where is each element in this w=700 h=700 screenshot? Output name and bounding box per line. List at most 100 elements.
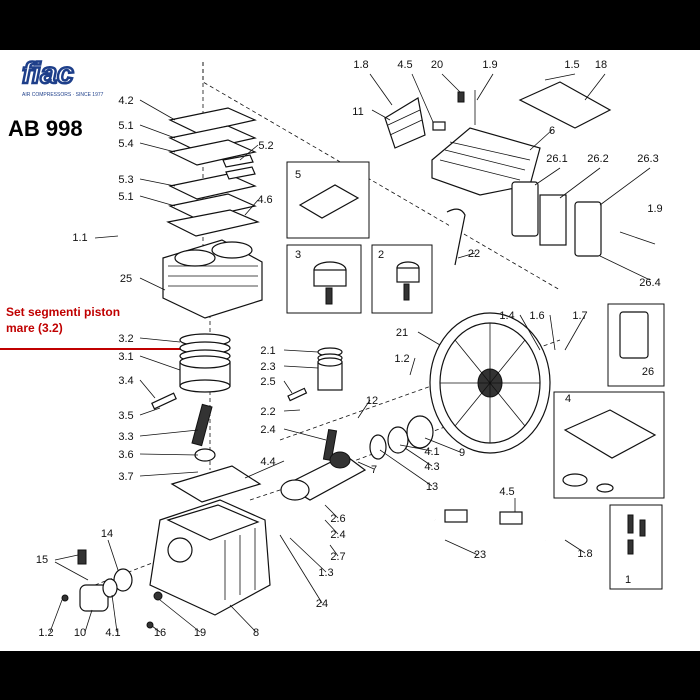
part-label-1-3: 1.3 (318, 567, 333, 579)
part-label-2-7: 2.7 (330, 551, 345, 563)
air-filter-assembly (511, 181, 656, 257)
part-label-4-1b: 4.1 (105, 627, 120, 639)
screws-kit-box (609, 504, 663, 590)
logo-text: fiac (22, 57, 74, 90)
part-label-26-4: 26.4 (639, 277, 660, 289)
part-label-18: 18 (595, 59, 607, 71)
part-label-6: 6 (549, 125, 555, 137)
part-label-8: 8 (253, 627, 259, 639)
part-label-4-4: 4.4 (260, 456, 275, 468)
page-title: AB 998 (8, 116, 83, 141)
part-label-4-3: 4.3 (424, 461, 439, 473)
part-label-5-1b: 5.1 (118, 191, 133, 203)
crankshaft (280, 451, 367, 501)
part-label-22: 22 (468, 248, 480, 260)
part-label-7: 7 (371, 464, 377, 476)
part-label-2-4b: 2.4 (330, 529, 345, 541)
part-label-3-1: 3.1 (118, 351, 133, 363)
inset-box-2 (371, 244, 433, 314)
part-label-1-9b: 1.9 (647, 203, 662, 215)
part-label-3-5: 3.5 (118, 410, 133, 422)
part-label-3-7: 3.7 (118, 471, 133, 483)
part-label-9: 9 (459, 447, 465, 459)
part-label-14: 14 (101, 528, 113, 540)
part-label-2-4a: 2.4 (260, 424, 275, 436)
bottom-black-band (0, 651, 700, 700)
part-label-3-3: 3.3 (118, 431, 133, 443)
part-label-23: 23 (474, 549, 486, 561)
small-piston-assembly (287, 347, 343, 462)
part-label-10: 10 (74, 627, 86, 639)
part-label-1-1: 1.1 (72, 232, 87, 244)
part-label-1-9a: 1.9 (482, 59, 497, 71)
inset-box-5 (286, 161, 370, 239)
part-label-4-2: 4.2 (118, 95, 133, 107)
part-label-1-2b: 1.2 (38, 627, 53, 639)
part-label-5-2: 5.2 (258, 140, 273, 152)
part-label-26: 26 (642, 366, 654, 378)
part-label-1: 1 (625, 574, 631, 586)
part-label-3-4: 3.4 (118, 375, 133, 387)
part-label-3: 3 (295, 249, 301, 261)
bearing-seals (369, 415, 434, 460)
part-label-4: 4 (565, 393, 571, 405)
part-label-5-3: 5.3 (118, 174, 133, 186)
part-label-4-5b: 4.5 (499, 486, 514, 498)
gasket-kit-box (553, 391, 665, 499)
top-black-band (0, 0, 700, 50)
tube-22 (446, 208, 466, 266)
piston-ring-annotation: Set segmenti piston mare (3.2) (0, 305, 182, 350)
front-cover-assembly (61, 549, 163, 629)
part-label-1-6: 1.6 (529, 310, 544, 322)
part-label-1-5: 1.5 (564, 59, 579, 71)
part-label-20: 20 (431, 59, 443, 71)
part-label-2: 2 (378, 249, 384, 261)
part-label-13: 13 (426, 481, 438, 493)
part-label-19: 19 (194, 627, 206, 639)
flywheel (429, 312, 551, 454)
part-label-11: 11 (352, 106, 363, 118)
part-label-2-5: 2.5 (260, 376, 275, 388)
crankcase (149, 465, 271, 616)
part-label-24: 24 (316, 598, 328, 610)
handle-23 (433, 509, 547, 612)
part-label-2-1: 2.1 (260, 345, 275, 357)
part-label-3-2: 3.2 (118, 333, 133, 345)
part-label-5: 5 (295, 169, 301, 181)
cylinder-block (162, 239, 263, 319)
part-label-16: 16 (154, 627, 166, 639)
part-label-5-1a: 5.1 (118, 120, 133, 132)
part-label-1-8a: 1.8 (353, 59, 368, 71)
part-label-1-8b: 1.8 (577, 548, 592, 560)
part-label-25: 25 (120, 273, 132, 285)
cylinder-head (384, 81, 612, 196)
label-leaders (49, 73, 651, 633)
annotation-line-1: Set segmenti piston (6, 305, 120, 319)
fiac-logo: fiac AIR COMPRESSORS · SINCE 1977 (21, 56, 104, 98)
part-label-1-4: 1.4 (499, 310, 514, 322)
part-label-2-3: 2.3 (260, 361, 275, 373)
large-piston-assembly (151, 333, 231, 462)
part-label-1-2a: 1.2 (394, 353, 409, 365)
part-label-26-2: 26.2 (587, 153, 608, 165)
part-label-15: 15 (36, 554, 48, 566)
inset-box-3 (286, 244, 362, 314)
part-label-26-1: 26.1 (546, 153, 567, 165)
valve-plate-stack (166, 107, 260, 237)
part-label-4-5a: 4.5 (397, 59, 412, 71)
annotation-line-2: mare (3.2) (6, 321, 63, 335)
part-label-1-7: 1.7 (572, 310, 587, 322)
part-label-3-6: 3.6 (118, 449, 133, 461)
part-label-12: 12 (366, 395, 378, 407)
part-label-4-6: 4.6 (257, 194, 272, 206)
part-label-4-1a: 4.1 (424, 446, 439, 458)
part-label-2-2: 2.2 (260, 406, 275, 418)
valve-kit-box (607, 303, 665, 387)
part-label-26-3: 26.3 (637, 153, 658, 165)
logo-tagline: AIR COMPRESSORS · SINCE 1977 (22, 92, 104, 98)
part-label-5-4: 5.4 (118, 138, 133, 150)
part-label-21: 21 (396, 327, 408, 339)
part-label-2-6: 2.6 (330, 513, 345, 525)
